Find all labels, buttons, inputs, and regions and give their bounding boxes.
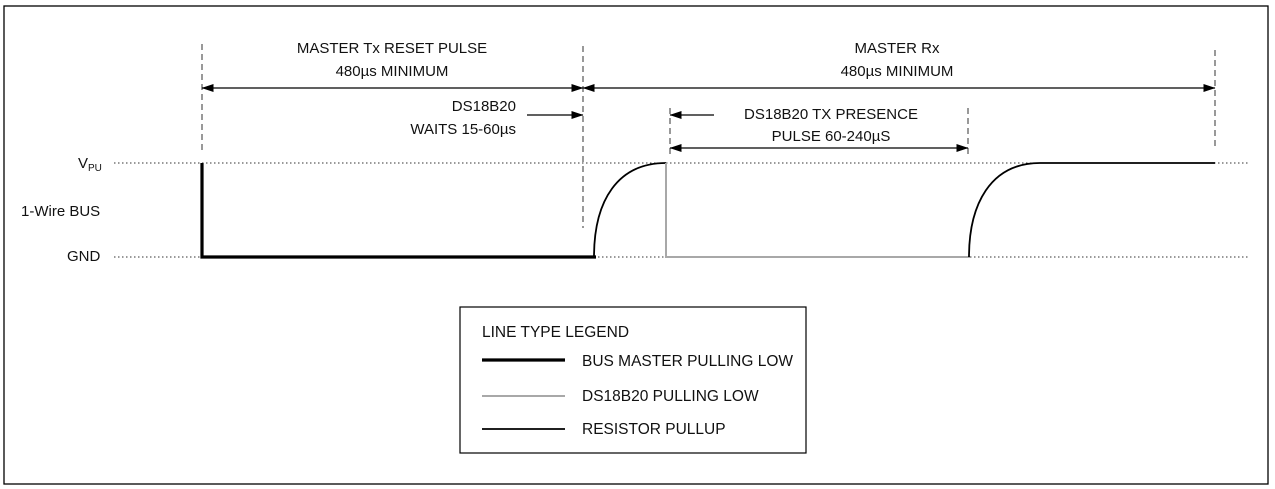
- legend-label-bus-master: BUS MASTER PULLING LOW: [582, 353, 793, 370]
- master-tx-duration: 480µs MINIMUM: [336, 63, 449, 80]
- legend-label-pullup: RESISTOR PULLUP: [582, 421, 726, 438]
- waits-title: DS18B20: [452, 98, 516, 115]
- waveform-ds18b20-low: [665, 163, 970, 258]
- bus-label: 1-Wire BUS: [21, 203, 100, 220]
- waveform-bus-master-low: [200, 163, 596, 259]
- diagram-frame: [3, 5, 1269, 485]
- master-rx-title: MASTER Rx: [854, 40, 940, 57]
- vpu-label: VPU: [78, 155, 102, 174]
- legend-title: LINE TYPE LEGEND: [482, 324, 629, 341]
- waveform-pullup-rise-2: [968, 162, 1215, 258]
- waveform-pullup-rise-1: [593, 162, 667, 258]
- presence-duration: PULSE 60-240µS: [772, 128, 891, 145]
- master-rx-duration: 480µs MINIMUM: [841, 63, 954, 80]
- waits-duration: WAITS 15-60µs: [410, 121, 516, 138]
- gnd-label: GND: [67, 248, 101, 265]
- legend: LINE TYPE LEGEND BUS MASTER PULLING LOW …: [459, 306, 807, 454]
- master-tx-title: MASTER Tx RESET PULSE: [297, 40, 487, 57]
- presence-title: DS18B20 TX PRESENCE: [744, 106, 918, 123]
- legend-label-ds18b20: DS18B20 PULLING LOW: [582, 388, 759, 405]
